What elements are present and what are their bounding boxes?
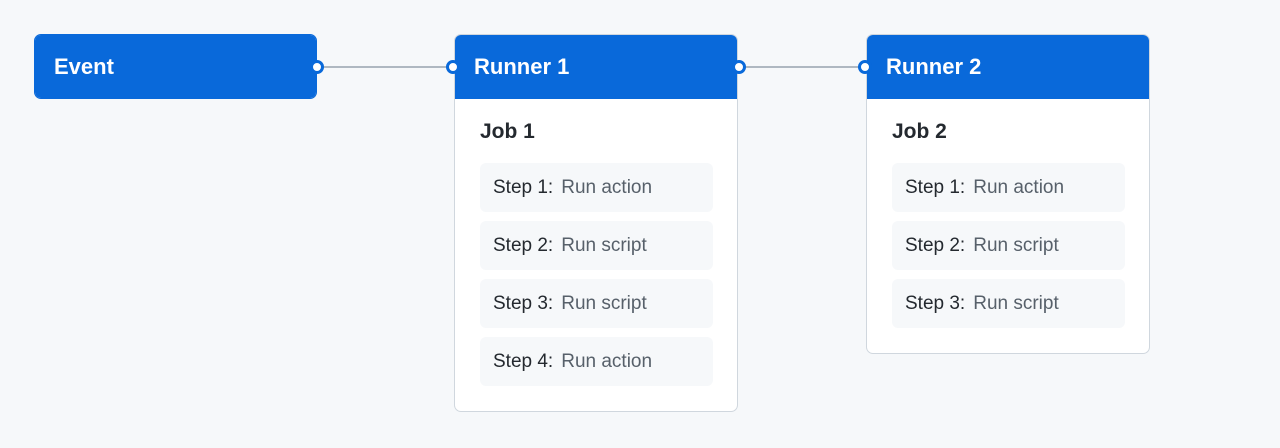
job-2-step-3: Step 3: Run script	[892, 279, 1125, 328]
runner-1-title: Runner 1	[455, 35, 737, 99]
step-label: Step 4:	[493, 351, 554, 372]
job-1-step-1: Step 1: Run action	[480, 163, 713, 212]
job-1-steps: Step 1: Run action Step 2: Run script Step…	[480, 163, 737, 386]
job-2-title: Job 2	[892, 120, 947, 143]
step-label: Step 2:	[905, 235, 966, 256]
runner-2-title: Runner 2	[867, 35, 1149, 99]
step-action: Run action	[561, 177, 653, 198]
job-2-steps: Step 1: Run action Step 2: Run script Step…	[892, 163, 1149, 328]
job-1-step-3: Step 3: Run script	[480, 279, 713, 328]
job-2-step-1: Step 1: Run action	[892, 163, 1125, 212]
step-label: Step 1:	[905, 177, 966, 198]
runner-2-node: Runner 2 Job 2 Step 1: Run action Step 2:…	[866, 34, 1150, 354]
runner-1-node: Runner 1 Job 1 Step 1: Run action Step 2:…	[454, 34, 738, 412]
event-title: Event	[35, 35, 316, 98]
step-action: Run script	[973, 293, 1059, 314]
event-node: Event	[34, 34, 317, 99]
step-label: Step 2:	[493, 235, 554, 256]
job-2-step-2: Step 2: Run script	[892, 221, 1125, 270]
step-action: Run action	[561, 351, 653, 372]
step-action: Run action	[973, 177, 1065, 198]
step-action: Run script	[561, 235, 647, 256]
job-1-step-2: Step 2: Run script	[480, 221, 713, 270]
step-label: Step 1:	[493, 177, 554, 198]
step-label: Step 3:	[905, 293, 966, 314]
step-action: Run script	[973, 235, 1059, 256]
job-1-step-4: Step 4: Run action	[480, 337, 713, 386]
step-label: Step 3:	[493, 293, 554, 314]
step-action: Run script	[561, 293, 647, 314]
job-1-title: Job 1	[480, 120, 535, 143]
